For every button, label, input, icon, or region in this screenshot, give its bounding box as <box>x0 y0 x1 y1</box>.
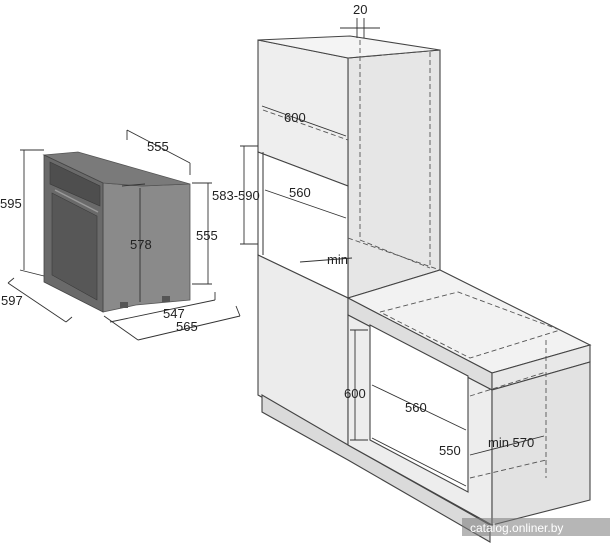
dim-oven-side-height: 555 <box>196 228 218 243</box>
dim-upper-gap: 20 <box>353 2 367 17</box>
dim-upper-width: 600 <box>284 110 306 125</box>
lower-niche-opening <box>369 324 469 493</box>
upper-niche-dimension-lines <box>240 18 380 263</box>
lower-cabinet-side <box>491 361 591 526</box>
oven-handle <box>54 189 99 213</box>
lower-niche-dimension-lines <box>350 329 545 487</box>
dim-oven-top-depth: 555 <box>147 139 169 154</box>
dim-oven-depth-547: 547 <box>163 306 185 321</box>
watermark: catalog.onliner.by <box>470 521 563 535</box>
dim-oven-width: 597 <box>1 293 23 308</box>
dim-lower-min-depth: min 570 <box>488 435 534 450</box>
dim-upper-height-range: 583-590 <box>212 188 260 203</box>
dim-oven-depth-565: 565 <box>176 319 198 334</box>
oven-dimension-lines <box>7 129 241 341</box>
dim-upper-inner-width: 560 <box>289 185 311 200</box>
dim-lower-height: 600 <box>344 386 366 401</box>
oven-foot <box>120 302 128 308</box>
oven-control-panel <box>49 161 101 207</box>
oven-door-glass <box>51 192 98 301</box>
dim-lower-inner-width: 560 <box>405 400 427 415</box>
cabinet-drawing <box>257 35 592 543</box>
oven-foot <box>162 296 170 302</box>
upper-cabinet-side <box>347 49 441 299</box>
oven-drawing <box>42 151 191 313</box>
dim-oven-height: 595 <box>0 196 22 211</box>
watermark-bg <box>462 518 610 536</box>
dim-lower-depth: 550 <box>439 443 461 458</box>
dim-upper-min: min <box>327 252 348 267</box>
dim-oven-inner-height: 578 <box>130 237 152 252</box>
